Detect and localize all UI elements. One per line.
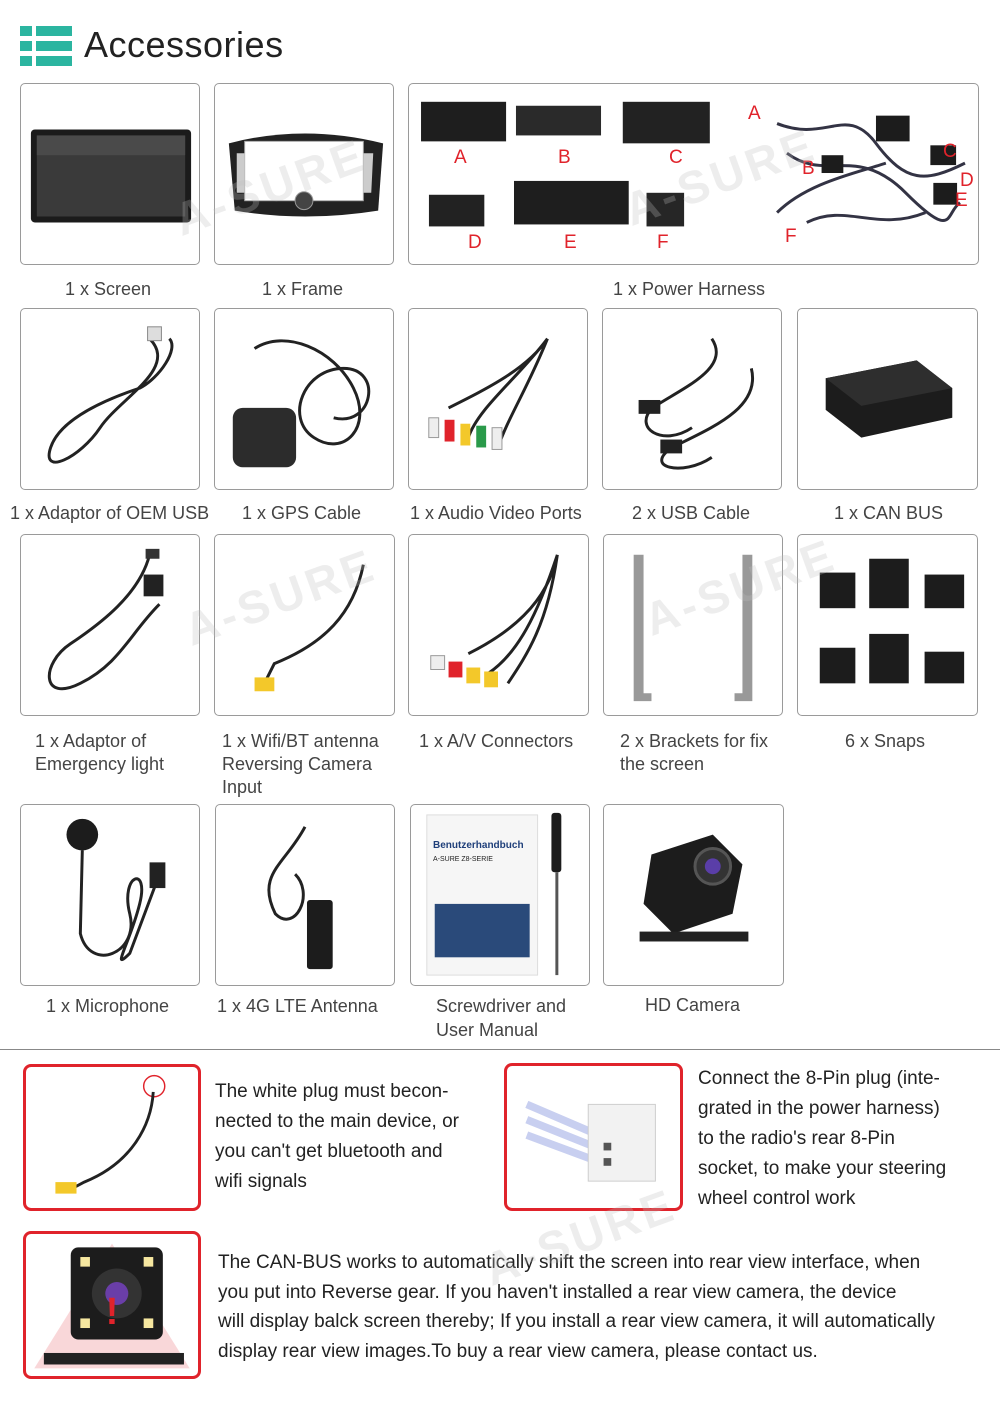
av-connectors-image [408, 534, 589, 716]
screen-image [20, 83, 200, 265]
wifi-antenna-image [214, 534, 395, 716]
caption-gps: 1 x GPS Cable [242, 503, 362, 523]
pin-plug-note: Connect the 8-Pin plug (inte- grated in … [698, 1068, 947, 1209]
caption-lte: 1 x 4G LTE Antenna [217, 996, 378, 1016]
harness-label-f2: F [785, 226, 797, 247]
lte-antenna-image [215, 804, 395, 986]
manual-title: Benutzerhandbuch [433, 840, 524, 851]
canbus-note: The CAN-BUS works to automatically shift… [218, 1252, 935, 1362]
section-divider [0, 1049, 1000, 1050]
white-plug-note: The white plug must becon- nected to the… [215, 1081, 459, 1192]
caption-usb: 2 x USB Cable [632, 503, 751, 523]
page-title: Accessories [84, 24, 284, 65]
caption-snaps: 6 x Snaps [845, 731, 926, 751]
hd-camera-image [603, 804, 784, 986]
caption-canbus: 1 x CAN BUS [834, 503, 944, 523]
list-icon [20, 26, 72, 66]
harness-label-e2: E [955, 190, 968, 211]
caption-av-connectors: 1 x A/V Connectors [419, 731, 574, 751]
brackets-image [603, 534, 783, 716]
caption-av-ports: 1 x Audio Video Ports [410, 503, 582, 523]
svg-text:!: ! [106, 1290, 119, 1333]
caption-screen: 1 x Screen [65, 279, 152, 299]
caption-manual-2: User Manual [436, 1020, 539, 1040]
audio-video-ports-image [408, 308, 588, 490]
caption-wifi-1: 1 x Wifi/BT antenna [222, 731, 379, 751]
manual-image [410, 804, 590, 986]
power-harness-image [408, 83, 979, 265]
caption-brackets-1: 2 x Brackets for fix [620, 731, 769, 751]
snaps-image [797, 534, 978, 716]
harness-label-b2: B [802, 158, 815, 179]
harness-label-d2: D [960, 170, 974, 191]
harness-label-c: C [669, 147, 683, 168]
caption-brackets-2: the screen [620, 754, 705, 774]
caption-manual-1: Screwdriver and [436, 996, 567, 1016]
harness-label-f: F [657, 232, 669, 253]
manual-subtitle: A-SURE Z8-SERIE [433, 856, 493, 863]
white-plug-image [23, 1064, 201, 1211]
usb-cable-image [602, 308, 782, 490]
caption-emergency-1: 1 x Adaptor of [35, 731, 147, 751]
emergency-adaptor-image [20, 534, 200, 716]
caption-power-harness: 1 x Power Harness [613, 279, 766, 299]
caption-camera: HD Camera [645, 995, 741, 1015]
caption-oem-usb: 1 x Adaptor of OEM USB [10, 503, 210, 523]
harness-label-a: A [454, 147, 467, 168]
caption-emergency-2: Emergency light [35, 754, 165, 774]
oem-usb-image [20, 308, 200, 490]
harness-label-b: B [558, 147, 571, 168]
microphone-image [20, 804, 200, 986]
harness-label-c2: C [943, 141, 957, 162]
pin-plug-image [504, 1063, 683, 1211]
gps-cable-image [214, 308, 394, 490]
caption-frame: 1 x Frame [262, 279, 344, 299]
caption-wifi-2: Reversing Camera [222, 754, 373, 774]
caption-microphone: 1 x Microphone [46, 996, 170, 1016]
harness-label-e: E [564, 232, 577, 253]
rear-camera-image: ! [23, 1231, 201, 1379]
frame-image [214, 83, 394, 265]
harness-label-a2: A [748, 103, 761, 124]
canbus-image [797, 308, 978, 490]
harness-label-d: D [468, 232, 482, 253]
caption-wifi-3: Input [222, 777, 263, 797]
